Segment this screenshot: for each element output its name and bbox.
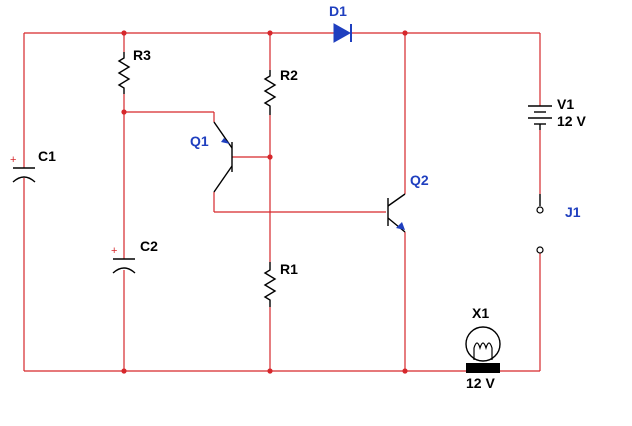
resistor-zigzag [263,262,277,307]
label-r1: R1 [280,261,298,277]
label-r3: R3 [133,47,151,63]
transistor-q2 [387,193,406,233]
label-v1: V1 [557,96,574,112]
transistor-q1 [213,121,233,193]
junction-dot [121,368,127,374]
switch-contact [536,206,544,214]
capacitor-curved-plate [12,176,36,183]
switch-contact [536,246,544,254]
lamp-bulb [465,326,501,362]
label-q2: Q2 [410,172,429,188]
junctions [121,30,408,374]
label-x1: X1 [472,305,489,321]
lamp-filament [473,342,493,360]
c1-polarity: + [10,154,16,166]
transistor-arrow [396,222,405,230]
capacitor-c1 [12,167,36,183]
resistor-zigzag [263,70,277,115]
transistor-collector-leg [213,165,233,193]
transistor-emitter-leg [387,217,406,233]
capacitor-c2 [112,258,136,274]
junction-dot [402,368,408,374]
diode-d1 [333,23,352,43]
label-x1-value: 12 V [466,375,495,391]
resistor-r3 [117,52,131,94]
label-r2: R2 [280,67,298,83]
label-q1: Q1 [190,133,209,149]
resistor-r1 [263,262,277,307]
junction-dot [267,30,273,36]
transistor-emitter-leg [213,121,233,149]
switch-j1 [536,194,544,254]
junction-dot [121,109,127,115]
wires [23,32,541,372]
transistor-collector-leg [387,193,406,207]
junction-dot [121,30,127,36]
c2-polarity: + [111,245,117,257]
lamp-x1 [465,326,501,373]
transistor-arrow [221,138,230,144]
label-v1-value: 12 V [557,113,586,129]
junction-dot [267,154,273,160]
capacitor-curved-plate [112,267,136,274]
battery-v1 [528,105,552,130]
junction-dot [402,30,408,36]
resistor-zigzag [117,52,131,94]
junction-dot [267,368,273,374]
label-c1: C1 [38,148,56,164]
diode-symbol [333,23,352,43]
label-j1: J1 [565,204,581,220]
lamp-base [466,363,500,373]
resistor-r2 [263,70,277,115]
label-c2: C2 [140,238,158,254]
label-d1: D1 [329,3,347,19]
